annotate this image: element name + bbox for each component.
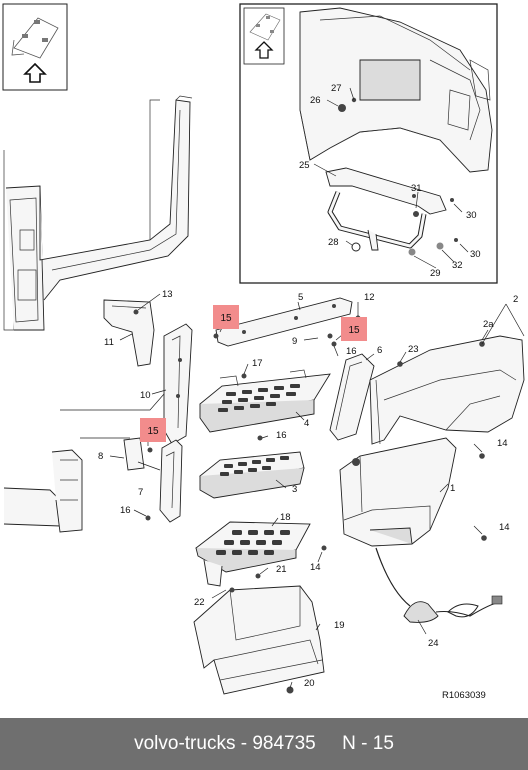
callout-25: 25	[299, 160, 310, 171]
callout-14b: 14	[499, 522, 510, 533]
up-arrow-icon	[23, 62, 47, 83]
step-3	[199, 451, 305, 499]
callout-9: 9	[292, 336, 297, 347]
reference-code: R1063039	[442, 690, 486, 701]
callout-16a: 16	[276, 430, 287, 441]
callout-7: 7	[138, 487, 143, 498]
callout-30b: 30	[470, 249, 481, 260]
callout-21: 21	[276, 564, 287, 575]
footer-brand: volvo-trucks	[134, 733, 236, 754]
highlight-15-c: 15	[140, 418, 166, 442]
bracket-7	[159, 439, 183, 523]
parts-diagram: 15 15 15 2 2a 1 3 4 5 6 7 8 9 10 11 12 1…	[2, 3, 525, 701]
bracket-5	[215, 297, 353, 347]
inset-up-arrow-icon	[254, 41, 274, 59]
bracket-8	[123, 437, 145, 471]
leader-lines	[60, 293, 525, 689]
callout-8: 8	[98, 451, 103, 462]
callout-15b: 15	[348, 325, 360, 336]
callout-10: 10	[140, 390, 151, 401]
callout-2: 2	[513, 294, 518, 305]
callout-15c: 15	[147, 426, 159, 437]
inset-step-bracket	[325, 167, 447, 251]
callout-31: 31	[411, 183, 422, 194]
callout-11: 11	[104, 337, 114, 348]
callout-6: 6	[377, 345, 382, 356]
callout-14a: 14	[497, 438, 508, 449]
footer-part-number: 984735	[252, 733, 316, 754]
callout-4: 4	[304, 418, 309, 429]
callouts: 2 2a 1 3 4 5 6 7 8 9 10 11 12 13 14 14 1…	[98, 83, 518, 689]
callout-30a: 30	[466, 210, 477, 221]
inset-orientation-icon	[249, 13, 281, 41]
callout-15a: 15	[220, 313, 232, 324]
step-18	[195, 521, 311, 587]
footer-bar: volvo-trucks - 984735 N - 15	[0, 718, 528, 770]
callout-1: 1	[450, 483, 455, 494]
callout-19: 19	[334, 620, 345, 631]
inset-fasteners	[338, 97, 458, 256]
callout-5: 5	[298, 292, 303, 303]
chassis-rail	[3, 449, 83, 533]
step-housing-1	[339, 437, 457, 547]
cab-frame	[3, 95, 193, 331]
callout-14c: 14	[310, 562, 321, 573]
truck-orientation-icon	[11, 17, 59, 59]
orientation-box	[2, 3, 68, 91]
callout-3: 3	[292, 484, 297, 495]
detail-inset	[239, 3, 498, 284]
callout-16b: 16	[346, 346, 357, 357]
callout-24: 24	[428, 638, 439, 649]
trim-6	[329, 353, 375, 441]
callout-12: 12	[364, 292, 375, 303]
callout-2a: 2a	[483, 319, 494, 330]
callout-29: 29	[430, 268, 441, 279]
panel-2	[369, 335, 525, 445]
footer-separator: -	[235, 733, 253, 754]
callout-22: 22	[194, 597, 205, 608]
bracket-11	[103, 299, 155, 367]
callout-23: 23	[408, 344, 419, 355]
callout-28: 28	[328, 237, 339, 248]
cable-24	[375, 547, 503, 623]
callout-32: 32	[452, 260, 463, 271]
callout-27: 27	[331, 83, 342, 94]
bracket-10	[163, 323, 193, 445]
inset-cab-panel	[299, 7, 493, 173]
footer-page: N - 15	[342, 733, 394, 754]
callout-18: 18	[280, 512, 291, 523]
callout-17: 17	[252, 358, 263, 369]
callout-16c: 16	[120, 505, 131, 516]
callout-20: 20	[304, 678, 315, 689]
highlight-15-b: 15	[341, 317, 367, 341]
highlight-15-a: 15	[213, 305, 239, 329]
inset-leaders	[313, 87, 469, 269]
callout-26: 26	[310, 95, 321, 106]
callout-13: 13	[162, 289, 173, 300]
cover-19	[193, 585, 325, 695]
footer-gap	[316, 733, 342, 755]
step-4	[199, 369, 331, 433]
